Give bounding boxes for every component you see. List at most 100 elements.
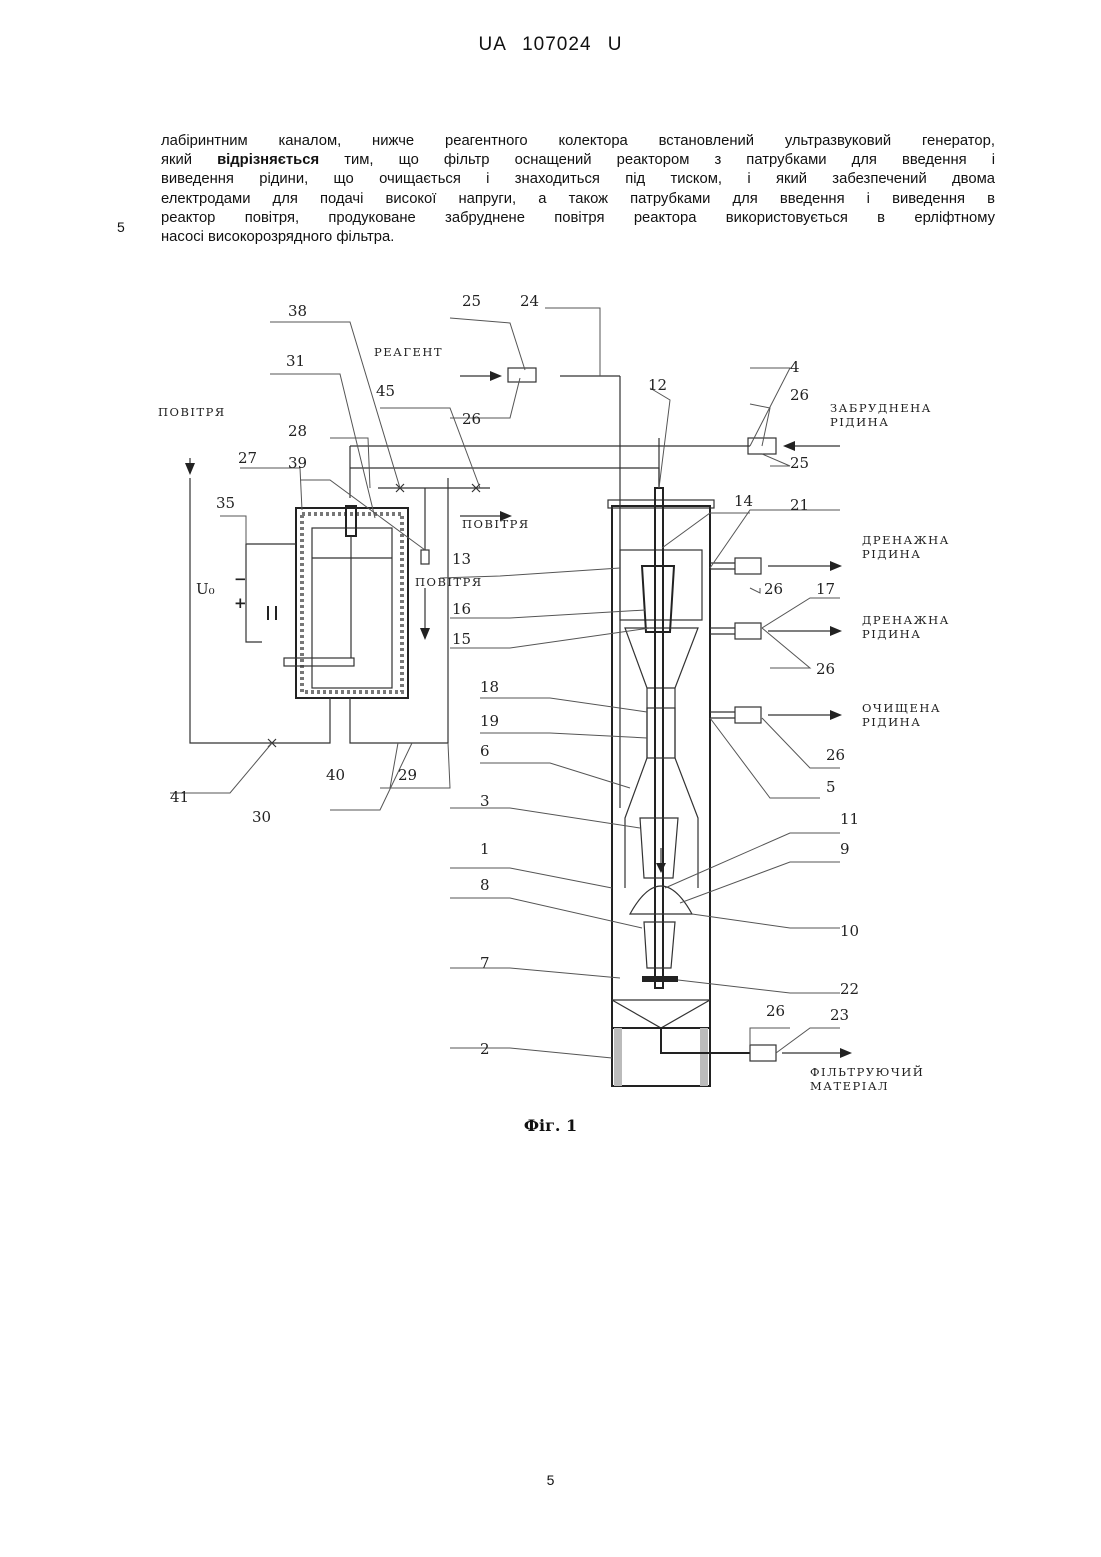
bottom-cone [612,1000,710,1028]
drain-nozzle-2 [710,628,735,634]
arrow-head [783,441,795,451]
label-40: 40 [326,766,345,784]
label-30: 30 [252,808,271,826]
label-18: 18 [480,678,499,696]
caption-clean-1: ОЧИЩЕНА [862,701,941,715]
label-39: 39 [288,454,307,472]
label-26: 26 [816,660,835,678]
label-23: 23 [830,1006,849,1024]
header-number: 107024 [522,34,591,55]
label-19: 19 [480,712,499,730]
valve-26 [750,1045,776,1061]
caption-drain2-2: РІДИНА [862,627,921,641]
leader-lines [170,308,840,1058]
patent-figure: РЕАГЕНТ ПОВІТРЯ ПОВІТРЯ ПОВІТРЯ ЗАБРУДНЕ… [150,288,1010,1118]
label-1: 1 [480,840,490,858]
label-27: 27 [238,449,257,467]
text-line: який відрізняється тим, що фільтр оснаще… [161,151,995,170]
label-26: 26 [790,386,809,404]
label-25: 25 [790,454,809,472]
reactor-vessel [312,528,392,688]
electrode-top [346,506,356,536]
label-26: 26 [826,746,845,764]
ultrasonic-generator [642,976,678,982]
label-21: 21 [790,496,809,514]
text-line: реактор повітря, продуковане забруднене … [161,209,995,228]
base-wall-left [614,1028,622,1086]
line-number: 5 [117,219,125,235]
air-out-pipe [350,478,448,743]
label-6: 6 [480,742,490,760]
label-15: 15 [452,630,471,648]
label-4: 4 [790,358,800,376]
label-16: 16 [452,600,471,618]
caption-polluted-2: РІДИНА [830,415,889,429]
plus-sign: + [234,594,247,612]
label-31: 31 [286,352,305,370]
label-24: 24 [520,292,539,310]
label-8: 8 [480,876,490,894]
bottom-reactor [644,922,675,968]
claim-text: лабіринтним каналом, нижче реагентного к… [161,132,995,247]
label-41: 41 [170,788,189,806]
label-22: 22 [840,980,859,998]
caption-air-mid: ПОВІТРЯ [462,517,530,531]
arrow-head [840,1048,852,1058]
arrow-head [420,628,430,640]
label-2: 2 [480,1040,490,1058]
clean-nozzle [710,712,735,718]
reactor-body [642,566,674,632]
caption-air-left: ПОВІТРЯ [158,405,226,419]
label-5: 5 [826,778,836,796]
valve-26 [735,623,761,639]
electrode-bottom [284,658,354,666]
caption-clean-2: РІДИНА [862,715,921,729]
text-line: виведення рідини, що очищається і знаход… [161,170,995,189]
label-13: 13 [452,550,471,568]
caption-drain2-1: ДРЕНАЖНА [862,613,950,627]
label-26: 26 [766,1002,785,1020]
label-38: 38 [288,302,307,320]
central-tube [655,488,663,988]
label-3: 3 [480,792,490,810]
arrow-head [830,626,842,636]
caption-drain1-1: ДРЕНАЖНА [862,533,950,547]
label-11: 11 [840,810,859,828]
label-14: 14 [734,492,753,510]
text-line: лабіринтним каналом, нижче реагентного к… [161,132,995,151]
mid-wall-left [625,688,647,888]
caption-reagent: РЕАГЕНТ [374,345,443,359]
arrow-head [656,863,666,873]
voltage-symbol: U₀ [196,580,215,598]
label-7: 7 [480,954,490,972]
arrow-head [830,710,842,720]
label-10: 10 [840,922,859,940]
page-number: 5 [0,1472,1101,1488]
arrow-head [490,371,502,381]
label-9: 9 [840,840,850,858]
valve-26 [735,558,761,574]
drain-nozzle-1 [710,563,735,569]
insulation [302,514,402,692]
upper-chamber [620,550,702,620]
arrow-head [830,561,842,571]
caption-filter-2: МАТЕРІАЛ [810,1079,889,1093]
valve-39 [421,550,429,564]
nozzles [710,558,852,1061]
caption-air-down: ПОВІТРЯ [415,575,483,589]
minus-sign: − [234,570,247,588]
air-inlet-pipe [190,478,330,743]
label-12: 12 [648,376,667,394]
label-25: 25 [462,292,481,310]
caption-polluted-1: ЗАБРУДНЕНА [830,401,932,415]
text-fragment: тим, що фільтр оснащений реактором з пат… [319,152,995,168]
header-country: UA [478,34,505,55]
figure-caption: Фіг. 1 [0,1116,1101,1135]
valve-26 [508,368,536,382]
caption-drain1-2: РІДИНА [862,547,921,561]
label-45: 45 [376,382,395,400]
label-28: 28 [288,422,307,440]
upper-funnel [625,628,698,688]
arrow-head [185,463,195,475]
